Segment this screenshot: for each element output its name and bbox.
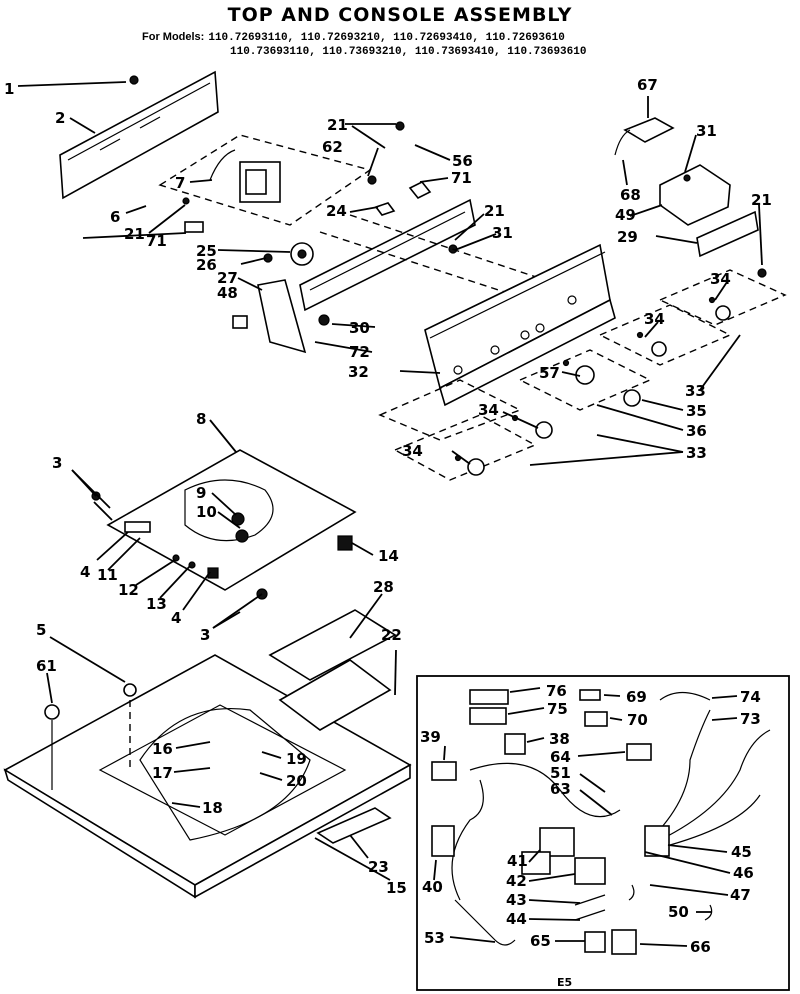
callout: 3 <box>200 626 210 644</box>
callout: 12 <box>118 581 139 599</box>
callout: 13 <box>146 595 167 613</box>
callout: 64 <box>550 748 571 766</box>
lid-part <box>91 449 357 600</box>
callout: 28 <box>373 578 394 596</box>
callout: 39 <box>420 728 441 746</box>
callout: 72 <box>349 343 370 361</box>
callout: 2 <box>55 109 65 127</box>
callout: 27 <box>217 269 238 287</box>
callout: 21 <box>751 191 772 209</box>
callout: 9 <box>196 484 206 502</box>
callout: 35 <box>686 402 707 420</box>
callout: 20 <box>286 772 307 790</box>
callout: 4 <box>80 563 90 581</box>
callout: 44 <box>506 910 527 928</box>
callout-numbers: 1 2 67 31 21 62 56 71 7 68 49 24 21 6 21… <box>4 76 772 956</box>
callout: 10 <box>196 503 217 521</box>
callout: 56 <box>452 152 473 170</box>
callout: 38 <box>549 730 570 748</box>
callout: 3 <box>52 454 62 472</box>
callout: 34 <box>478 401 499 419</box>
callout: 51 <box>550 764 571 782</box>
leader-lines <box>17 81 763 947</box>
callout: 33 <box>686 444 707 462</box>
callout: 15 <box>386 879 407 897</box>
callout: 66 <box>690 938 711 956</box>
callout: 22 <box>381 626 402 644</box>
callout: 34 <box>402 442 423 460</box>
callout: 69 <box>626 688 647 706</box>
callout: 1 <box>4 80 14 98</box>
callout: 63 <box>550 780 571 798</box>
callout: 73 <box>740 710 761 728</box>
top-panel-part <box>3 609 412 899</box>
callout: 32 <box>348 363 369 381</box>
callout: 6 <box>110 208 120 226</box>
callout: 5 <box>36 621 46 639</box>
callout: 31 <box>492 224 513 242</box>
callout: 74 <box>740 688 761 706</box>
callout: 40 <box>422 878 443 896</box>
callout: 41 <box>507 852 528 870</box>
console-panel-part <box>424 243 616 407</box>
callout: 70 <box>627 711 648 729</box>
callout: 76 <box>546 682 567 700</box>
callout: 17 <box>152 764 173 782</box>
right-bracket-parts <box>614 117 767 278</box>
callout: 68 <box>620 186 641 204</box>
wiring-inset <box>416 675 790 991</box>
callout: 21 <box>484 202 505 220</box>
callout: 33 <box>685 382 706 400</box>
callout: 42 <box>506 872 527 890</box>
upper-console-parts <box>158 121 561 354</box>
callout: 30 <box>349 319 370 337</box>
callout: 71 <box>451 169 472 187</box>
callout: 65 <box>530 932 551 950</box>
callout: 11 <box>97 566 118 584</box>
callout: 8 <box>196 410 206 428</box>
callout: 67 <box>637 76 658 94</box>
callout: 43 <box>506 891 527 909</box>
callout: 21 <box>327 116 348 134</box>
callout: 34 <box>644 310 665 328</box>
callout: 29 <box>617 228 638 246</box>
back-panel-part <box>59 70 219 200</box>
callout: 62 <box>322 138 343 156</box>
callout: 7 <box>175 174 185 192</box>
callout: 50 <box>668 903 689 921</box>
callout: 57 <box>539 364 560 382</box>
model-list: For Models:110.72693110, 110.72693210, 1… <box>142 30 586 59</box>
callout: 47 <box>730 886 751 904</box>
callout: 24 <box>326 202 347 220</box>
callout: 36 <box>686 422 707 440</box>
callout: 48 <box>217 284 238 302</box>
callout: 19 <box>286 750 307 768</box>
callout: 75 <box>547 700 568 718</box>
callout: 4 <box>171 609 181 627</box>
callout: 18 <box>202 799 223 817</box>
models-label: For Models: <box>142 31 205 43</box>
parts-artwork <box>3 70 790 991</box>
callout: 23 <box>368 858 389 876</box>
models-row-1: 110.72693110, 110.72693210, 110.72693410… <box>208 32 565 44</box>
callout: 49 <box>615 206 636 224</box>
callout: 45 <box>731 843 752 861</box>
callout: 71 <box>146 232 167 250</box>
callout: 34 <box>710 270 731 288</box>
callout: 53 <box>424 929 445 947</box>
callout: 31 <box>696 122 717 140</box>
callout: 46 <box>733 864 754 882</box>
callout: 16 <box>152 740 173 758</box>
callout: 26 <box>196 256 217 274</box>
callout: 21 <box>124 225 145 243</box>
callout: 61 <box>36 657 57 675</box>
page-title: TOP AND CONSOLE ASSEMBLY <box>227 4 573 26</box>
callout: 14 <box>378 547 399 565</box>
models-row-2: 110.73693110, 110.73693210, 110.73693410… <box>230 46 587 58</box>
page-mark: E5 <box>557 976 572 989</box>
callout: 25 <box>196 242 217 260</box>
